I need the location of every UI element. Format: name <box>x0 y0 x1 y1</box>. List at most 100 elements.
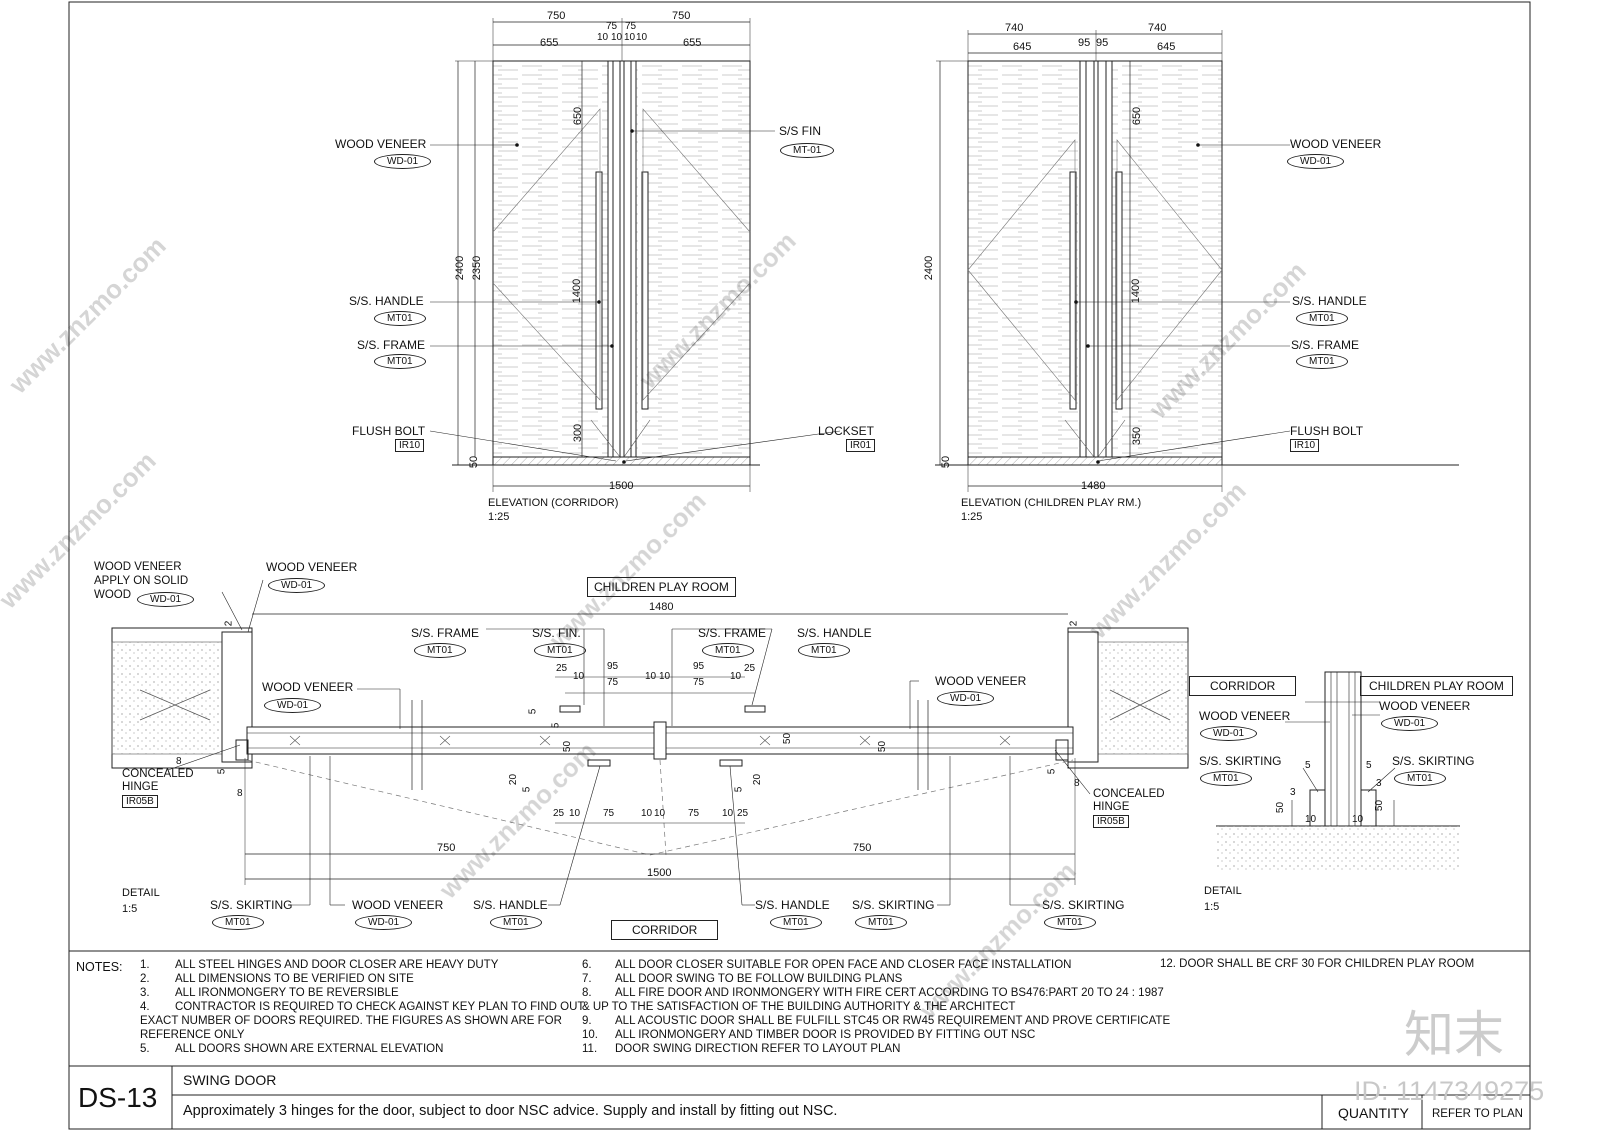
wv-solid-l3: WOOD <box>94 589 132 601</box>
notes-heading: NOTES: <box>76 960 123 974</box>
section-wv-r: WOOD VENEER <box>1379 699 1471 713</box>
dim-750-right: 750 <box>672 10 691 22</box>
md-8: 50 <box>877 740 889 753</box>
callout-frame-plan-l: S/S. FRAME <box>411 626 480 640</box>
tag-wv-right: WD-01 <box>937 691 995 706</box>
note-8-num: 8. <box>582 987 592 999</box>
door-code: DS-13 <box>78 1082 158 1113</box>
note-2-num: 2. <box>140 973 150 985</box>
callout-handle-plan-top: S/S. HANDLE <box>797 626 872 640</box>
tag-ir01: IR01 <box>846 439 876 452</box>
callout-handle-r: S/S. HANDLE <box>1292 294 1367 308</box>
md-5: 8 <box>1074 778 1080 789</box>
sheet-border <box>68 1 1531 1130</box>
md-4: 8 <box>237 788 243 799</box>
sec-dim-6: 10 <box>1352 814 1364 825</box>
elev-left-title: ELEVATION (CORRIDOR) <box>488 497 619 509</box>
callout-handle-plan-br: S/S. HANDLE <box>755 898 830 912</box>
callout-ss-fin: S/S FIN <box>779 124 822 138</box>
wv-solid-l2: APPLY ON SOLID <box>94 575 189 587</box>
dim-1400-right: 1400 <box>1130 278 1143 304</box>
note-1-num: 1. <box>140 959 150 971</box>
tag-handle-r: MT01 <box>1296 311 1348 326</box>
wv-solid-l1: WOOD VENEER <box>94 561 182 573</box>
sd-top-0: 25 <box>556 663 568 674</box>
note-6: ALL DOOR CLOSER SUITABLE FOR OPEN FACE A… <box>615 959 1072 971</box>
tag-section-sk-r: MT01 <box>1394 771 1446 786</box>
sec-dim-0: 5 <box>1305 760 1311 771</box>
sd-top-2: 95 <box>607 661 619 672</box>
note-10: ALL IRONMONGERY AND TIMBER DOOR IS PROVI… <box>615 1029 1036 1041</box>
sd-bot-5: 75 <box>688 808 700 819</box>
hinge-l-l2: HINGE <box>122 781 159 793</box>
note-9-num: 9. <box>582 1015 592 1027</box>
md-1: 2 <box>1068 620 1080 627</box>
callout-skirt-plan-l: S/S. SKIRTING <box>210 898 293 912</box>
note-8-wrap: & UP TO THE SATISFACTION OF THE BUILDING… <box>582 1001 1016 1013</box>
dim-655-right: 655 <box>683 37 702 49</box>
callout-flush-bolt-l: FLUSH BOLT <box>352 424 426 438</box>
md-15: 50 <box>782 732 794 745</box>
tag-handle-plan-br: MT01 <box>770 915 822 930</box>
door-description: Approximately 3 hinges for the door, sub… <box>183 1103 838 1119</box>
callout-skirt-plan-r: S/S. SKIRTING <box>1042 898 1125 912</box>
callout-wood-veneer-r: WOOD VENEER <box>1290 137 1382 151</box>
tag-wv-top: WD-01 <box>268 578 326 593</box>
tag-ir10-l: IR10 <box>395 439 425 452</box>
quantity-value: REFER TO PLAN <box>1432 1108 1523 1120</box>
watermark-url-3: www.znzmo.com <box>432 736 601 905</box>
dim-1500: 1500 <box>609 480 634 492</box>
sec-dim-3: 10 <box>1305 814 1317 825</box>
note-4-wrap-b: REFERENCE ONLY <box>140 1029 245 1041</box>
section-detail-scale: 1:5 <box>1204 901 1220 913</box>
callout-wv-top: WOOD VENEER <box>266 560 358 574</box>
dim-740-left: 740 <box>1005 22 1024 34</box>
callout-wv-left: WOOD VENEER <box>262 680 354 694</box>
note-8: ALL FIRE DOOR AND IRONMONGERY WITH FIRE … <box>615 987 1164 999</box>
callout-handle-plan-bl: S/S. HANDLE <box>473 898 548 912</box>
note-5-num: 5. <box>140 1043 150 1055</box>
dim-10-d: 10 <box>636 32 648 43</box>
dim-50-left: 50 <box>468 455 481 469</box>
door-type: SWING DOOR <box>183 1072 277 1088</box>
tag-section-wv-l: WD-01 <box>1200 726 1258 741</box>
note-7-num: 7. <box>582 973 592 985</box>
quantity-label: QUANTITY <box>1338 1105 1409 1121</box>
tag-frame-plan-r: MT01 <box>702 643 754 658</box>
tag-skirt-plan-m: MT01 <box>855 915 907 930</box>
dim-2400-right: 2400 <box>923 255 936 281</box>
sec-dim-4: 5 <box>1366 760 1372 771</box>
section-wv-l: WOOD VENEER <box>1199 709 1291 723</box>
dim-350: 350 <box>1131 426 1144 446</box>
hinge-l-l1: CONCEALED <box>122 768 194 780</box>
sd-bot-1: 10 <box>569 808 581 819</box>
room-label-corridor: CORRIDOR <box>611 920 719 940</box>
tag-handle-plan-top: MT01 <box>798 643 850 658</box>
sd-top-6: 95 <box>693 661 705 672</box>
note-4: CONTRACTOR IS REQUIRED TO CHECK AGAINST … <box>175 1001 585 1013</box>
callout-lockset: LOCKSET <box>818 424 875 438</box>
sd-top-5: 10 <box>659 671 671 682</box>
dim-650-right: 650 <box>1131 106 1144 126</box>
tag-mt01-fin: MT-01 <box>780 143 835 158</box>
md-10: 5 <box>550 722 562 729</box>
plan-detail-scale: 1:5 <box>122 903 138 915</box>
md-13: 20 <box>752 773 764 786</box>
dim-1500-plan: 1500 <box>647 867 672 879</box>
dim-10-a: 10 <box>597 32 609 43</box>
dim-75-b: 75 <box>625 21 637 32</box>
tag-wd01-r: WD-01 <box>1287 154 1345 169</box>
dim-645-right: 645 <box>1157 41 1176 53</box>
note-3-num: 3. <box>140 987 150 999</box>
md-11: 20 <box>508 773 520 786</box>
tag-wv-bot: WD-01 <box>355 915 413 930</box>
elev-right-scale: 1:25 <box>961 511 983 523</box>
dim-655-left: 655 <box>540 37 559 49</box>
note-3: ALL IRONMONGERY TO BE REVERSIBLE <box>175 987 399 999</box>
dim-1400-left: 1400 <box>571 278 584 304</box>
dim-750-plan-l: 750 <box>437 842 456 854</box>
callout-wv-right: WOOD VENEER <box>935 674 1027 688</box>
sec-dim-5: 3 <box>1376 778 1382 789</box>
callout-flush-bolt-r: FLUSH BOLT <box>1290 424 1364 438</box>
